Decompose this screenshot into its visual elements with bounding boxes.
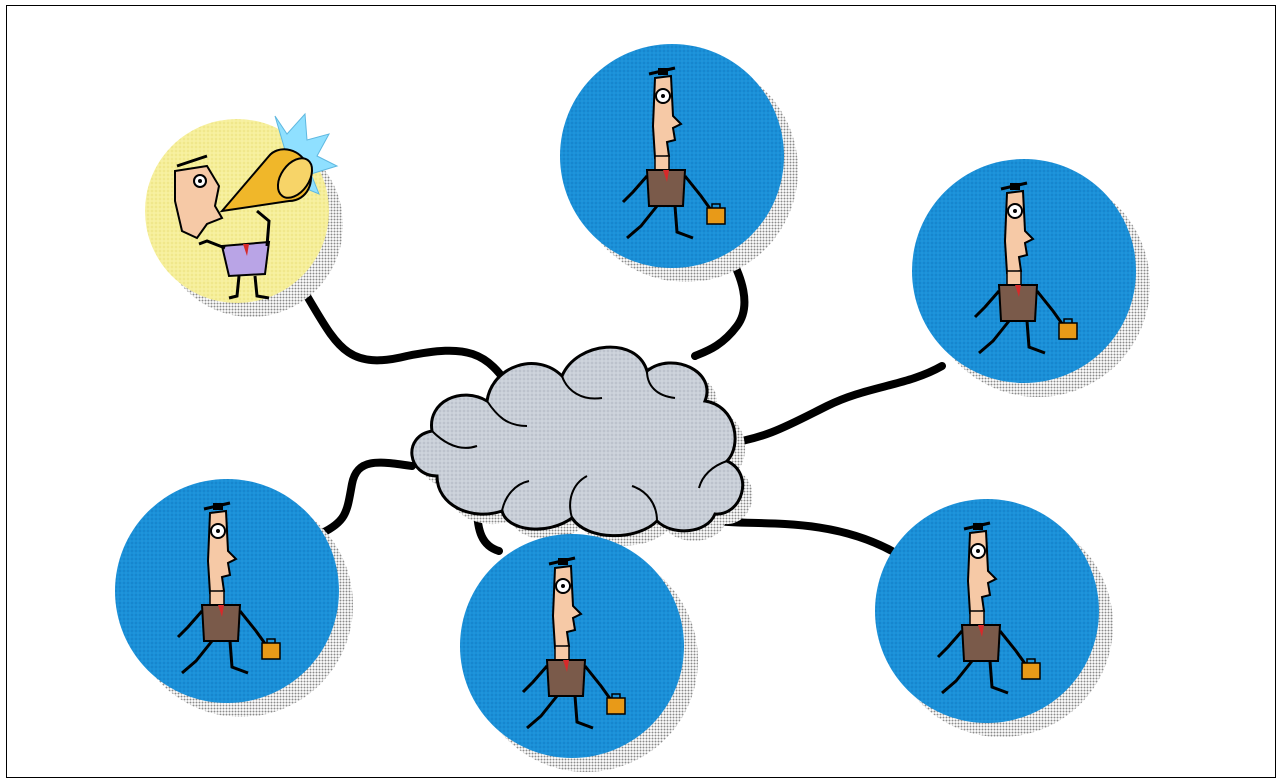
receiver-node-bottom-right: [875, 499, 1113, 737]
network-diagram: [7, 6, 1276, 778]
broadcaster-node: [145, 114, 343, 317]
link-broadcaster: [307, 296, 512, 391]
receiver-node-bottom-center: [460, 534, 698, 772]
link-receiver-bottom-left: [322, 463, 412, 533]
receiver-node-bottom-left: [115, 479, 353, 717]
cloud-icon: [412, 347, 753, 546]
link-receiver-bottom-right: [717, 521, 892, 551]
diagram-frame: [6, 5, 1276, 778]
receiver-node-right-upper: [912, 159, 1150, 397]
link-receiver-right-upper: [725, 366, 942, 444]
receiver-node-top-center: [560, 44, 798, 282]
